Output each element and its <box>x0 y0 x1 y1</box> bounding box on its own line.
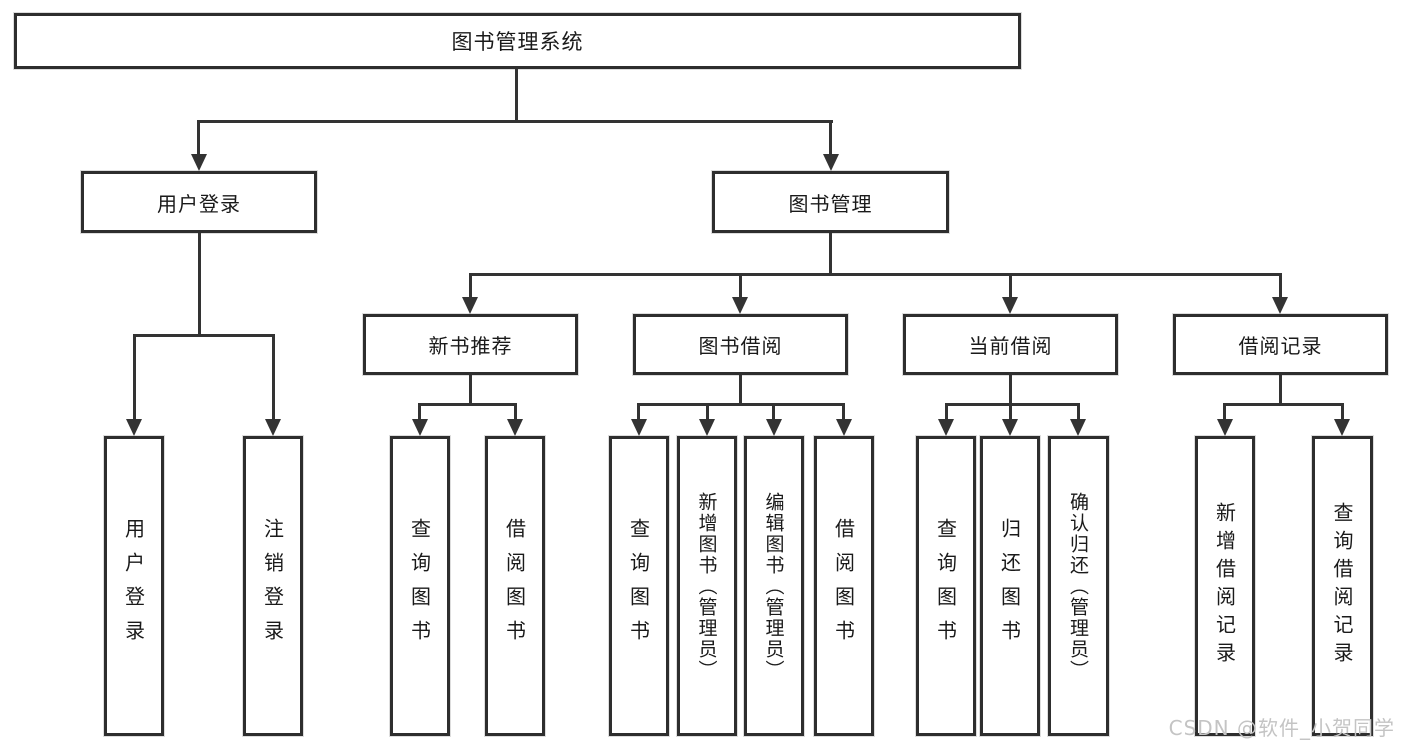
arrowhead-down-icon <box>507 419 523 436</box>
connector-line <box>1009 375 1012 405</box>
connector-line <box>469 375 472 405</box>
arrowhead-down-icon <box>265 419 281 436</box>
arrowhead-down-icon <box>631 419 647 436</box>
connector-line <box>420 403 516 406</box>
connector-line <box>198 233 201 335</box>
connector-line <box>133 334 136 419</box>
connector-line <box>1225 403 1343 406</box>
connector-line <box>842 403 845 419</box>
connector-line <box>946 403 1079 406</box>
arrowhead-down-icon <box>1002 419 1018 436</box>
arrowhead-down-icon <box>1002 297 1018 314</box>
connector-line <box>706 403 709 419</box>
node-borrow-records: 借阅记录 <box>1173 314 1388 375</box>
node-book-borrow: 图书借阅 <box>633 314 848 375</box>
connector-line <box>514 403 517 419</box>
connector-line <box>1009 273 1012 298</box>
leaf-borrow-books-recommend: 借阅图书 <box>485 436 545 736</box>
arrowhead-down-icon <box>1334 419 1350 436</box>
leaf-add-borrow-record: 新增借阅记录 <box>1195 436 1255 736</box>
connector-line <box>515 69 518 121</box>
connector-line <box>1341 403 1344 419</box>
arrowhead-down-icon <box>836 419 852 436</box>
connector-line <box>133 334 275 337</box>
connector-line <box>197 120 833 123</box>
leaf-query-books-recommend: 查询图书 <box>390 436 450 736</box>
leaf-query-books-borrow: 查询图书 <box>609 436 669 736</box>
connector-line <box>1009 403 1012 419</box>
arrowhead-down-icon <box>191 154 207 171</box>
arrowhead-down-icon <box>766 419 782 436</box>
arrowhead-down-icon <box>1272 297 1288 314</box>
connector-line <box>470 273 1282 276</box>
leaf-add-book-admin: 新增图书（管理员） <box>677 436 737 736</box>
leaf-edit-book-admin: 编辑图书（管理员） <box>744 436 804 736</box>
leaf-query-borrow-record: 查询借阅记录 <box>1312 436 1373 736</box>
arrowhead-down-icon <box>1217 419 1233 436</box>
leaf-logout: 注销登录 <box>243 436 303 736</box>
connector-line <box>197 120 200 156</box>
leaf-borrow-books: 借阅图书 <box>814 436 874 736</box>
arrowhead-down-icon <box>1070 419 1086 436</box>
connector-line <box>945 403 948 419</box>
arrowhead-down-icon <box>462 297 478 314</box>
arrowhead-down-icon <box>412 419 428 436</box>
connector-line <box>739 273 742 298</box>
node-library-system: 图书管理系统 <box>14 13 1021 69</box>
connector-line <box>639 403 844 406</box>
connector-line <box>829 120 832 156</box>
connector-line <box>1279 375 1282 405</box>
connector-line <box>772 403 775 419</box>
connector-line <box>637 403 640 419</box>
leaf-return-books: 归还图书 <box>980 436 1040 736</box>
node-new-book-recommend: 新书推荐 <box>363 314 578 375</box>
connector-line <box>1077 403 1080 419</box>
node-user-login: 用户登录 <box>81 171 317 233</box>
leaf-query-books-current: 查询图书 <box>916 436 976 736</box>
csdn-watermark: CSDN @软件_小贺同学 <box>1168 716 1395 740</box>
node-book-management: 图书管理 <box>712 171 949 233</box>
leaf-user-login: 用户登录 <box>104 436 164 736</box>
connector-line <box>829 233 832 275</box>
connector-line <box>469 273 472 298</box>
arrowhead-down-icon <box>823 154 839 171</box>
connector-line <box>1223 403 1226 419</box>
node-current-borrow: 当前借阅 <box>903 314 1118 375</box>
connector-line <box>739 375 742 405</box>
leaf-confirm-return-admin: 确认归还（管理员） <box>1048 436 1109 736</box>
arrowhead-down-icon <box>938 419 954 436</box>
connector-line <box>272 334 275 419</box>
arrowhead-down-icon <box>126 419 142 436</box>
arrowhead-down-icon <box>699 419 715 436</box>
connector-line <box>418 403 421 419</box>
connector-line <box>1279 273 1282 298</box>
arrowhead-down-icon <box>732 297 748 314</box>
